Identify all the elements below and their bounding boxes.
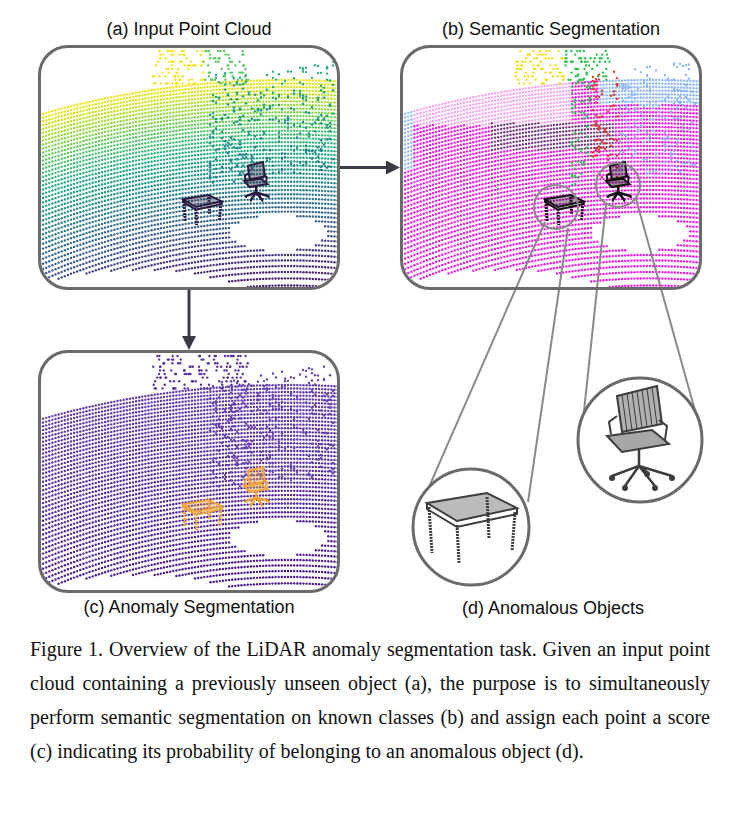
figure-stage: (a) Input Point Cloud(b) Semantic Segmen… bbox=[0, 0, 740, 831]
